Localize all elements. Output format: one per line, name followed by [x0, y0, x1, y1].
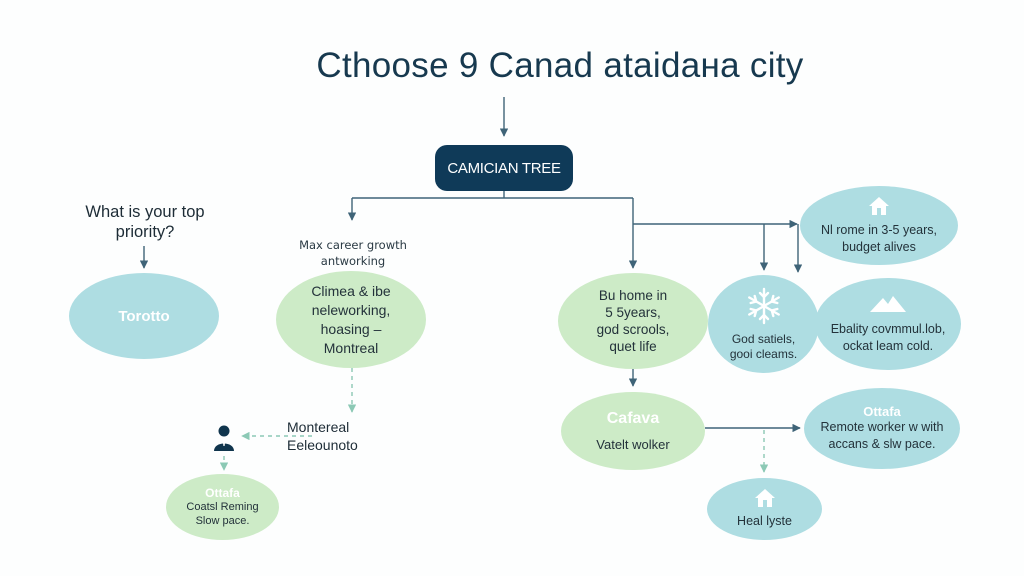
health-node[interactable]: Heal lyste: [707, 478, 822, 540]
montreal-result: Montereal Eeleounoto: [287, 418, 427, 454]
home-icon: [754, 489, 775, 507]
montreal-line1: Climea & ibe: [311, 282, 391, 299]
root-node[interactable]: CAMICIAN TREE: [435, 145, 573, 191]
remote-line1: Remote worker w with: [820, 420, 944, 434]
cafava-node[interactable]: Cafava Vatelt wolker: [561, 392, 705, 470]
page-title: Cthoose 9 Canad ataidaнa city: [316, 46, 804, 85]
nr-home-line1: Nl rome in 3-5 years,: [820, 222, 937, 237]
stability-line1: Ebality covmmul.lob,: [830, 322, 946, 336]
person-icon: [214, 425, 234, 451]
remote-line2: accans & slw pace.: [828, 437, 936, 451]
health-label: Heal lyste: [737, 514, 792, 528]
montreal-line3: hoasing –: [320, 320, 382, 337]
home-icon: [869, 196, 889, 215]
buy-home-line4: quet life: [609, 339, 657, 354]
montreal-result-line1: Montereal: [287, 419, 350, 435]
career-question: Max career growth antworking: [283, 237, 423, 269]
buy-home-line3: god scrools,: [596, 322, 670, 337]
priority-question-line2: priority?: [115, 223, 175, 241]
snow-line2: gooi cleams.: [729, 347, 798, 361]
career-question-line1: Max career growth: [299, 238, 407, 252]
nr-home-node[interactable]: Nl rome in 3-5 years, budget alives: [800, 186, 958, 265]
stability-line2: ockat leam cold.: [842, 339, 934, 353]
remote-node[interactable]: Ottafa Remote worker w with accans & slw…: [804, 388, 960, 469]
cafava-title: Cafava: [606, 409, 660, 427]
snow-line1: God satiels,: [731, 332, 796, 346]
ottawa-left-line2: Slow pace.: [195, 515, 250, 527]
remote-title: Ottafa: [863, 404, 901, 419]
buy-home-line1: Bu home in: [598, 288, 668, 303]
montreal-result-line2: Eeleounoto: [287, 437, 358, 453]
snowflake-icon: [747, 287, 780, 325]
montreal-node[interactable]: Climea & ibe neleworking, hoasing – Mont…: [276, 271, 426, 368]
snow-node[interactable]: God satiels, gooi cleams.: [708, 275, 819, 373]
buy-home-node[interactable]: Bu home in 5 5years, god scrools, quet l…: [558, 273, 708, 369]
cafava-subtitle: Vatelt wolker: [596, 436, 670, 452]
toronto-label: Torotto: [118, 307, 170, 325]
stability-node[interactable]: Ebality covmmul.lob, ockat leam cold.: [815, 278, 961, 370]
ottawa-left-title: Ottafa: [205, 486, 240, 500]
mountain-icon: [870, 296, 906, 312]
nr-home-line2: budget alives: [842, 239, 916, 254]
career-question-line2: antworking: [320, 254, 386, 268]
toronto-node[interactable]: Torotto: [69, 273, 219, 359]
priority-question: What is your top priority?: [70, 202, 220, 242]
ottawa-left-line1: Coatsl Reming: [186, 501, 259, 513]
montreal-line2: neleworking,: [311, 301, 391, 318]
buy-home-line2: 5 5years,: [605, 305, 661, 320]
montreal-line4: Montreal: [323, 339, 379, 356]
priority-question-line1: What is your top: [85, 203, 205, 221]
ottawa-left-node[interactable]: Ottafa Coatsl Reming Slow pace.: [166, 474, 279, 540]
